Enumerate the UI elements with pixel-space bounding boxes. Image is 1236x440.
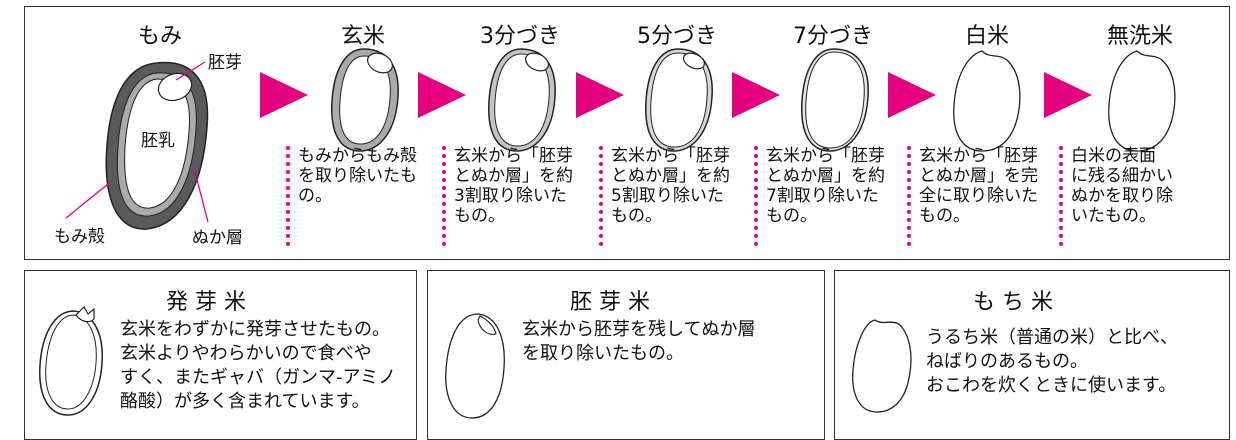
- stage-desc-musenmai: 白米の表面 に残る細かい ぬかを取り除 いたもの。: [1059, 146, 1173, 246]
- arrow-icon: [732, 72, 780, 118]
- 5bu-grain-illustration: [645, 48, 713, 152]
- stage-desc-7bu: 玄米から「胚芽 とぬか層」を約 7割取り除いた もの。: [754, 146, 885, 246]
- germinated-rice-heading: 発 芽 米: [166, 290, 246, 315]
- stage-heading-7bu: 7分づき: [793, 24, 873, 49]
- stage-heading-musenmai: 無洗米: [1106, 24, 1173, 49]
- stage-heading-genmai: 玄米: [340, 24, 385, 49]
- germinated-rice-text: 玄米をわずかに発芽させたもの。 玄米よりやわらかいので食べや すく、またギャバ（…: [120, 319, 397, 412]
- germ-rice-grain-illustration: [445, 313, 505, 419]
- germ-rice-text: 玄米から胚芽を残してぬか層 を取り除いたもの。: [522, 319, 756, 364]
- stage-heading-hakumai: 白米: [964, 24, 1009, 49]
- stage-desc-3bu: 玄米から「胚芽 とぬか層」を約 3割取り除いた もの。: [442, 146, 573, 246]
- glutinous-rice-text: うるち米（普通の米）と比べ、 ねばりのあるもの。 おこわを炊くときに使います。: [926, 327, 1178, 396]
- momi-leader-lines: [65, 61, 209, 223]
- endosperm-label: 胚乳: [141, 131, 175, 151]
- husk-label: もみ殻: [54, 227, 105, 247]
- stage-heading-3bu: 3分づき: [480, 24, 560, 49]
- germ-label: 胚芽: [208, 53, 242, 73]
- arrow-icon: [576, 72, 624, 118]
- genmai-grain-illustration: [331, 48, 399, 152]
- glutinous-rice-heading: も ち 米: [973, 290, 1053, 315]
- momi-grain-illustration: [105, 61, 209, 230]
- bran-label: ぬか層: [192, 228, 243, 248]
- arrow-icon: [418, 72, 466, 118]
- arrow-icon: [888, 72, 936, 118]
- stage-desc-genmai: もみからもみ殻 を取り除いたも の。: [286, 146, 417, 246]
- glutinous-grain-illustration: [852, 319, 912, 413]
- germinated-grain-illustration: [39, 306, 103, 416]
- stage-desc-hakumai: 玄米から「胚芽 とぬか層」を完 全に取り除いた もの。: [907, 146, 1038, 246]
- 3bu-grain-illustration: [488, 48, 556, 152]
- process-panel: [24, 6, 1230, 260]
- arrow-icon: [1044, 72, 1092, 118]
- musenmai-grain-illustration: [1108, 50, 1176, 152]
- hakumai-grain-illustration: [953, 50, 1021, 152]
- stage-heading-5bu: 5分づき: [637, 24, 717, 49]
- germ-rice-heading: 胚 芽 米: [570, 290, 650, 315]
- momi-heading: もみ: [137, 24, 182, 49]
- stage-desc-5bu: 玄米から「胚芽 とぬか層」を約 5割取り除いた もの。: [599, 146, 730, 246]
- 7bu-grain-illustration: [801, 48, 869, 152]
- arrow-icon: [260, 72, 308, 118]
